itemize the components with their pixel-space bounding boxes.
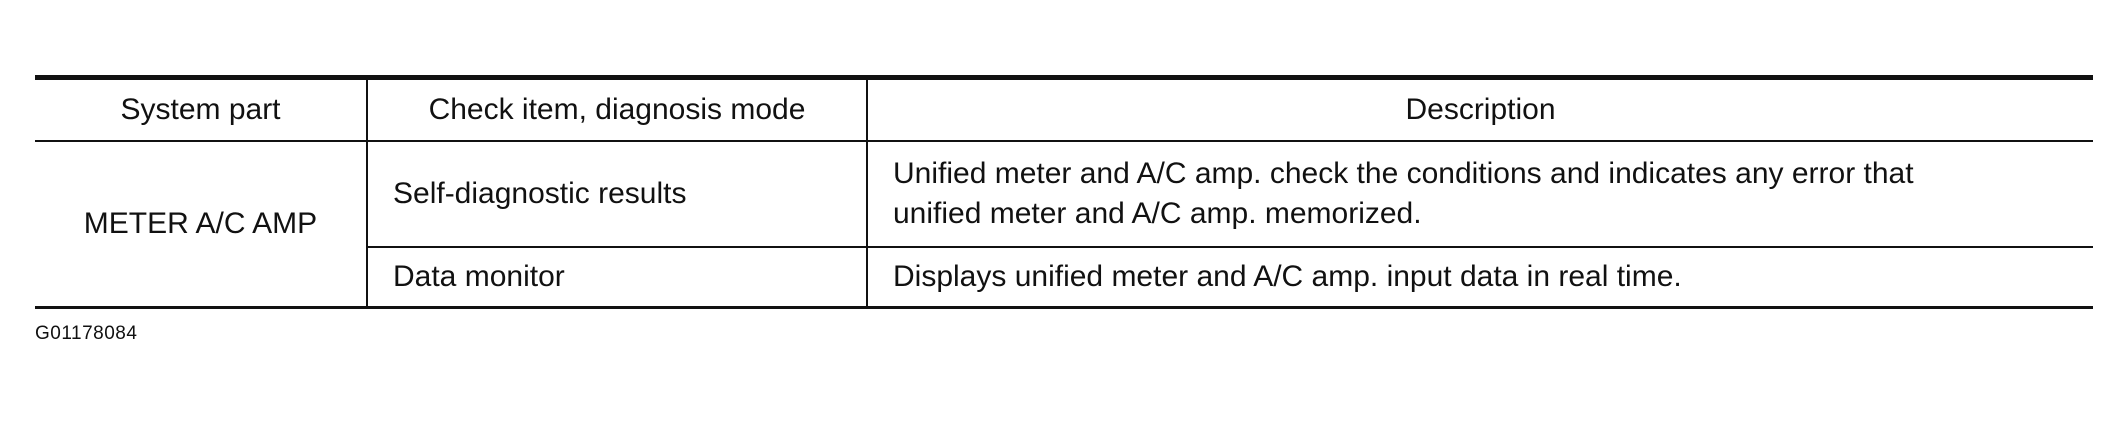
table-row: Data monitor Displays unified meter and … <box>35 247 2093 308</box>
check-item-cell: Self-diagnostic results <box>367 141 868 248</box>
system-part-cell: METER A/C AMP <box>35 141 368 309</box>
header-row: System part Check item, diagnosis mode D… <box>35 77 2093 142</box>
header-check-item: Check item, diagnosis mode <box>367 77 868 142</box>
figure-id: G01178084 <box>35 323 138 344</box>
description-line: Displays unified meter and A/C amp. inpu… <box>893 260 1682 293</box>
header-description: Description <box>867 77 2093 142</box>
check-item-cell: Data monitor <box>367 247 868 308</box>
description-cell: Unified meter and A/C amp. check the con… <box>867 141 2093 248</box>
description-line: Unified meter and A/C amp. check the con… <box>893 157 1914 190</box>
table-row: METER A/C AMP Self-diagnostic results Un… <box>35 141 2093 309</box>
description-line: unified meter and A/C amp. memorized. <box>893 197 1422 230</box>
header-system-part: System part <box>35 77 368 142</box>
description-cell: Displays unified meter and A/C amp. inpu… <box>867 247 2093 308</box>
diagnosis-table: System part Check item, diagnosis mode D… <box>35 75 2093 309</box>
table-body: METER A/C AMP Self-diagnostic results Un… <box>35 141 2093 309</box>
table-header: System part Check item, diagnosis mode D… <box>35 77 2093 142</box>
